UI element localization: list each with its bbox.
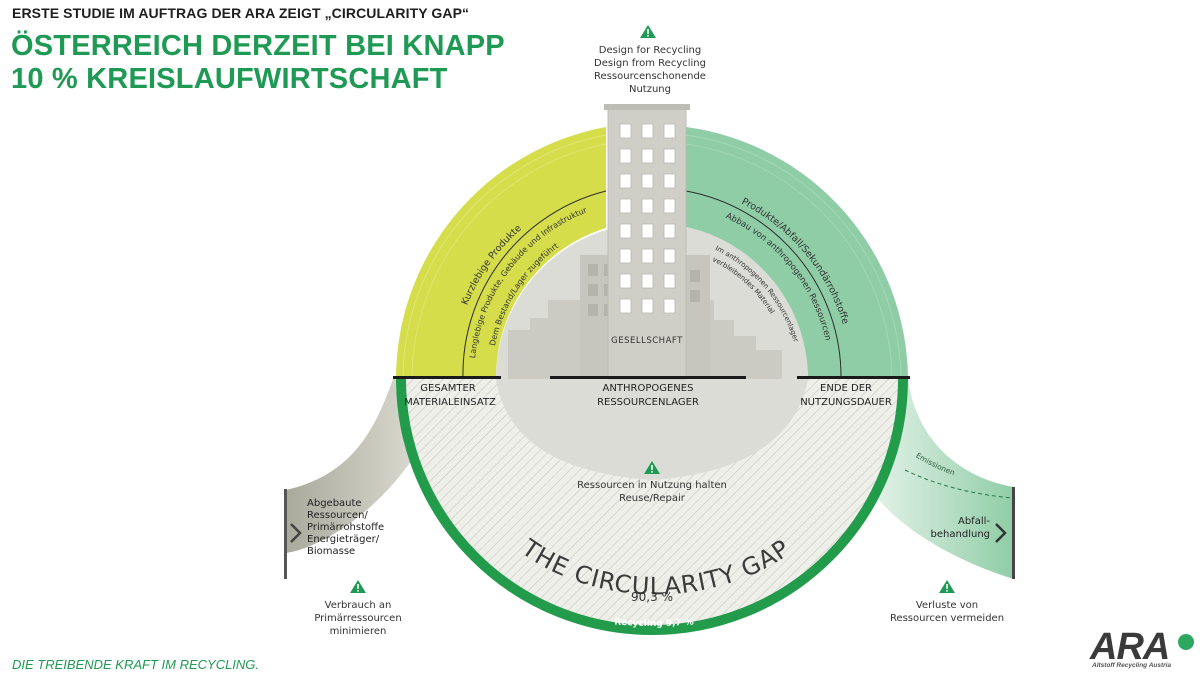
headline-line-1: ÖSTERREICH DERZEIT BEI KNAPP (11, 30, 505, 62)
note-primary: Verbrauch an Primärressourcen minimieren (298, 599, 418, 638)
yellow-material-arc (395, 127, 606, 379)
warning-icon-top (640, 25, 656, 38)
note-losses-line-2: Ressourcen vermeiden (889, 613, 1005, 624)
waste-label-2: behandlung (931, 529, 990, 540)
svg-text:Recycling 9,7 %: Recycling 9,7 % (614, 617, 694, 629)
end-label-1: ENDE DER (820, 383, 872, 394)
source-chevron-icon (290, 523, 302, 543)
recycle-icon (1178, 634, 1194, 650)
note-design-line-2: Design from Recycling (594, 58, 706, 69)
stock-label-2: RESSOURCENLAGER (597, 397, 699, 408)
emissions-line (904, 469, 1013, 499)
warning-icon-left (350, 580, 366, 593)
source-line-5: Biomasse (307, 546, 355, 557)
circularity-gap-ring (396, 378, 908, 635)
footer-slogan: DIE TREIBENDE KRAFT IM RECYCLING. (12, 657, 260, 672)
mint-divider-line (685, 190, 842, 380)
note-reuse-line-2: Reuse/Repair (619, 493, 685, 504)
waste-box-border (1012, 487, 1015, 579)
input-label-1: GESAMTER (420, 383, 475, 394)
warning-icon-center (644, 461, 660, 474)
mint-material-arc (686, 127, 908, 379)
tower-windows (619, 123, 676, 314)
note-primary-line-2: Primärressourcen (314, 613, 402, 624)
circularity-gap-area (396, 379, 908, 635)
recycling-rate-label: Recycling 9,7 % (614, 617, 694, 629)
input-baseline (393, 376, 501, 379)
waste-label-1: Abfall- (958, 516, 990, 527)
stock-baseline (550, 376, 746, 379)
kicker-title: ERSTE STUDIE IM AUFTRAG DER ARA ZEIGT „C… (12, 5, 470, 21)
note-losses-line-1: Verluste von (915, 600, 979, 611)
warning-icon-right (939, 580, 955, 593)
source-box-border (284, 489, 287, 579)
note-primary-line-1: Verbrauch an (324, 600, 392, 611)
logo-subtitle: Altstoff Recycling Austria (1092, 662, 1172, 669)
note-reuse: Ressourcen in Nutzung halten Reuse/Repai… (560, 479, 744, 505)
source-label: Abgebaute Ressourcen/ Primärrohstoffe En… (307, 498, 384, 557)
stock-label-1: ANTHROPOGENES (603, 383, 694, 394)
note-design-line-4: Nutzung (628, 84, 671, 95)
input-label-2: MATERIALEINSATZ (404, 397, 496, 408)
yellow-divider-line (462, 190, 607, 380)
note-design-line-3: Ressourcenschonende (594, 71, 706, 82)
note-design: Design for Recycling Design from Recycli… (570, 44, 730, 96)
note-losses: Verluste von Ressourcen vermeiden (877, 599, 1017, 625)
note-reuse-line-1: Ressourcen in Nutzung halten (577, 480, 727, 491)
society-label: GESELLSCHAFT (611, 336, 683, 346)
end-baseline (797, 376, 910, 379)
end-label-2: NUTZUNGSDAUER (800, 397, 892, 408)
circularity-gap-value: 90,3 % (631, 590, 673, 604)
logo-wordmark: ARA (1090, 626, 1170, 668)
source-line-1: Abgebaute (307, 498, 362, 509)
note-design-line-1: Design for Recycling (598, 45, 702, 56)
ara-logo: ARA Altstoff Recycling Austria (1090, 628, 1200, 682)
headline-line-2: 10 % KREISLAUFWIRTSCHAFT (11, 63, 448, 95)
source-line-3: Primärrohstoffe (307, 522, 384, 533)
source-line-4: Energieträger/ (307, 534, 380, 545)
waste-chevron-icon (995, 523, 1007, 543)
source-line-2: Ressourcen/ (307, 510, 368, 521)
note-primary-line-3: minimieren (329, 626, 387, 637)
headline: ÖSTERREICH DERZEIT BEI KNAPP 10 % KREISL… (11, 30, 505, 96)
